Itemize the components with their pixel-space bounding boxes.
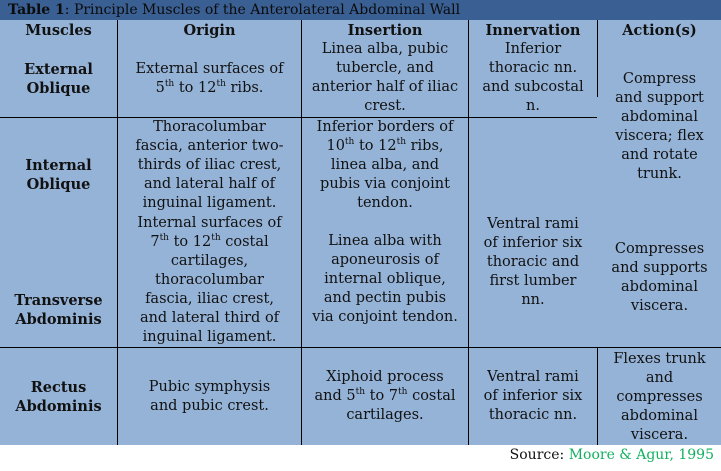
innervation-rectus-abdominis: Ventral rami of inferior six thoracic nn… (469, 348, 597, 445)
insertion-num: 10 (326, 138, 345, 154)
ordinal-suffix: th (355, 387, 366, 398)
ordinal-suffix: th (216, 78, 226, 89)
action-text: Flexes trunk and compresses abdominal vi… (613, 351, 706, 443)
column-divider (117, 20, 118, 445)
insertion-rest: cartilages. (346, 407, 424, 423)
muscle-name: Transverse Abdominis (14, 291, 103, 328)
column-divider (597, 347, 598, 445)
origin-num: 7 (150, 234, 160, 250)
muscle-internal-oblique: Internal Oblique (0, 118, 117, 232)
origin-text: Thoracolumbar fascia, anterior two- thir… (135, 119, 284, 211)
origin-rectus-abdominis: Pubic symphysis and pubic crest. (118, 348, 301, 445)
innervation-external-oblique: Inferior thoracic nn. and subcostal n. (469, 20, 597, 117)
ordinal-suffix: th (164, 78, 175, 89)
insertion-rectus-abdominis: Xiphoid process and 5th to 7th costal ca… (302, 348, 468, 445)
innervation-text: Ventral rami of inferior six thoracic an… (483, 216, 583, 308)
table-caption: Table 1: Principle Muscles of the Antero… (0, 0, 721, 20)
origin-tail: ribs. (225, 79, 264, 96)
muscle-rectus-abdominis: Rectus Abdominis (0, 348, 117, 445)
muscle-name: External Oblique (24, 60, 93, 97)
innervation-internal-transverse: Ventral rami of inferior six thoracic an… (469, 118, 597, 347)
row-divider (0, 347, 721, 348)
insertion-internal-oblique: Inferior borders of 10th to 12th ribs, l… (302, 118, 468, 214)
insertion-tail: costal (407, 388, 456, 404)
insertion-external-oblique: Linea alba, pubic tubercle, and anterior… (302, 20, 468, 117)
origin-tail: costal (220, 234, 269, 250)
muscles-table: Muscles Origin Insertion Innervation Act… (0, 20, 721, 445)
origin-num: to 12 (168, 234, 212, 250)
origin-line: External surfaces of (135, 60, 284, 77)
muscle-transverse-abdominis: Transverse Abdominis (0, 232, 117, 347)
insertion-num: to 12 (354, 138, 397, 154)
source-citation: Source: Moore & Agur, 1995 (510, 446, 714, 464)
table-caption-label: Table 1 (8, 2, 65, 18)
origin-external-oblique: External surfaces of 5th to 12th ribs. (118, 40, 301, 117)
action-rectus-abdominis: Flexes trunk and compresses abdominal vi… (598, 348, 721, 445)
source-label: Source: (509, 447, 569, 463)
header-origin: Origin (183, 21, 236, 39)
muscle-name: Rectus Abdominis (15, 378, 102, 415)
muscle-external-oblique: External Oblique (0, 40, 117, 117)
origin-line: Internal surfaces of (137, 215, 282, 231)
ordinal-suffix: th (396, 137, 406, 148)
insertion-line: Xiphoid process (326, 369, 444, 385)
insertion-tail: ribs, (406, 138, 444, 154)
origin-internal-oblique: Thoracolumbar fascia, anterior two- thir… (118, 118, 301, 214)
insertion-num: to 7 (365, 388, 399, 404)
origin-rest: cartilages, thoracolumbar fascia, iliac … (139, 253, 280, 345)
insertion-text: Xiphoid process and 5th to 7th costal ca… (315, 368, 456, 425)
action-text: Compresses and supports abdominal viscer… (611, 241, 708, 314)
column-divider (468, 20, 469, 445)
origin-transverse-abdominis: Internal surfaces of 7th to 12th costal … (118, 214, 301, 347)
innervation-text: Inferior thoracic nn. and subcostal n. (482, 40, 584, 114)
action-external-internal-oblique: Compress and support abdominal viscera; … (598, 40, 721, 200)
ordinal-suffix: th (344, 137, 355, 148)
table-caption-text: : Principle Muscles of the Anterolateral… (64, 2, 461, 18)
muscle-name: Internal Oblique (25, 157, 92, 193)
insertion-line: Inferior borders of (316, 119, 454, 135)
insertion-text: Linea alba, pubic tubercle, and anterior… (311, 40, 459, 114)
row-divider (0, 117, 597, 118)
header-innervation: Innervation (485, 21, 581, 39)
innervation-text: Ventral rami of inferior six thoracic nn… (483, 369, 583, 423)
action-transverse-abdominis: Compresses and supports abdominal viscer… (598, 240, 721, 326)
ordinal-suffix: th (398, 387, 408, 398)
header-actions: Action(s) (622, 21, 697, 39)
header-muscles: Muscles (25, 21, 92, 39)
ordinal-suffix: th (211, 233, 221, 244)
origin-text: Internal surfaces of 7th to 12th costal … (137, 214, 281, 347)
insertion-transverse-abdominis: Linea alba with aponeurosis of internal … (302, 232, 468, 347)
source-reference-link[interactable]: Moore & Agur, 1995 (568, 447, 714, 463)
action-text: Compress and support abdominal viscera; … (615, 71, 704, 182)
ordinal-suffix: th (159, 233, 169, 244)
origin-num: to 12 (174, 79, 217, 96)
insertion-rest: linea alba, and pubis via conjoint tendo… (320, 157, 450, 211)
origin-text: Pubic symphysis and pubic crest. (148, 378, 271, 414)
origin-text: External surfaces of 5th to 12th ribs. (136, 60, 284, 98)
header-insertion: Insertion (347, 21, 423, 39)
origin-num: 5 (155, 79, 165, 96)
column-divider (301, 20, 302, 445)
column-divider (597, 20, 598, 97)
insertion-num: and 5 (314, 388, 356, 404)
insertion-text: Inferior borders of 10th to 12th ribs, l… (317, 118, 454, 213)
insertion-text: Linea alba with aponeurosis of internal … (312, 233, 458, 325)
